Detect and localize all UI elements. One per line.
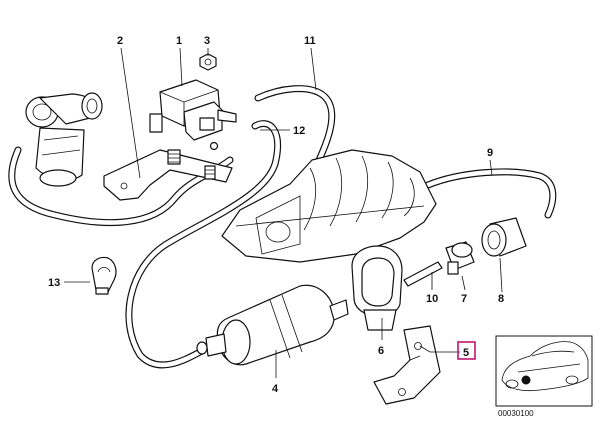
- check-valve-part-7: [445, 241, 475, 275]
- label-2[interactable]: 2: [117, 35, 123, 47]
- leader-lines: [64, 47, 503, 378]
- label-5[interactable]: 5: [463, 347, 469, 359]
- label-1[interactable]: 1: [176, 35, 182, 47]
- label-8[interactable]: 8: [498, 293, 504, 305]
- vehicle-inset: 00030100: [495, 335, 593, 418]
- sleeve-part-8: [481, 217, 527, 257]
- holder-part-6: [351, 245, 403, 331]
- bracket-part-2: [103, 149, 233, 201]
- hose-12: [125, 120, 281, 369]
- screw-icon: [204, 165, 216, 180]
- hose-9: [424, 168, 557, 219]
- label-7[interactable]: 7: [461, 293, 467, 305]
- label-11[interactable]: 11: [304, 35, 316, 47]
- throttle-housing: [25, 92, 103, 187]
- solenoid-valve-part-1: [149, 79, 237, 151]
- intake-manifold: [221, 149, 437, 263]
- tube-part-10: [403, 261, 443, 287]
- car-icon: [501, 341, 589, 392]
- clip-part-13: [91, 256, 117, 295]
- filter-part-4: [196, 284, 349, 366]
- label-4[interactable]: 4: [272, 383, 279, 395]
- label-3[interactable]: 3: [204, 35, 210, 47]
- label-10[interactable]: 10: [426, 293, 438, 305]
- screw-icon: [167, 149, 181, 165]
- nut-part-3: [199, 53, 217, 71]
- vacuum-hose-left: [8, 146, 234, 227]
- highlight-box-5: [457, 341, 476, 360]
- label-12[interactable]: 12: [293, 125, 305, 137]
- reference-code: 00030100: [498, 409, 534, 418]
- label-9[interactable]: 9: [487, 147, 493, 159]
- callout-numbers: 1 2 3 4 5 6 7 8 9 10 11 12 13: [48, 35, 504, 395]
- location-dot-icon: [521, 375, 531, 385]
- label-6[interactable]: 6: [378, 345, 384, 357]
- label-13[interactable]: 13: [48, 277, 60, 289]
- bracket-part-5: [373, 325, 441, 405]
